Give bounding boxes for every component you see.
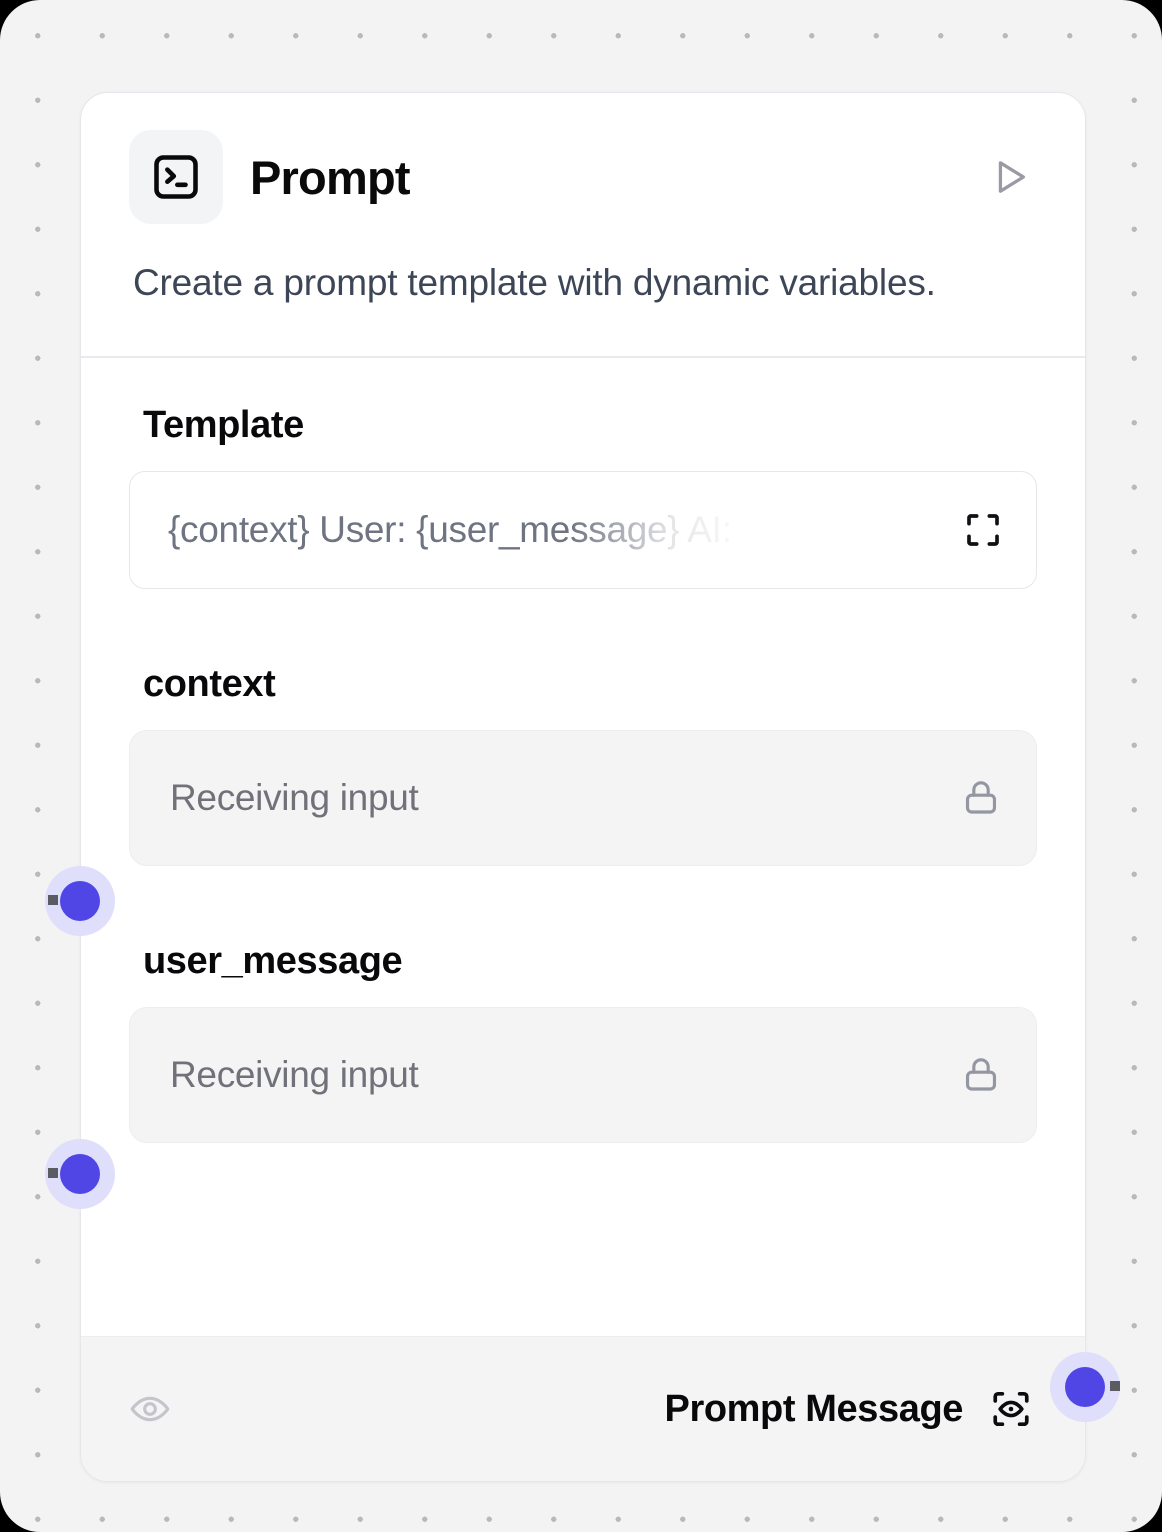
field-user-message: user_message Receiving input	[129, 940, 1037, 1144]
handle-marker-output	[1110, 1381, 1120, 1391]
template-input-placeholder: {context} User: {user_message} AI:	[168, 509, 732, 551]
context-input-placeholder: Receiving input	[170, 777, 419, 819]
field-template: Template {context} User: {user_message} …	[129, 404, 1037, 590]
lock-icon	[960, 1054, 1002, 1096]
node-body: Template {context} User: {user_message} …	[81, 358, 1085, 1336]
output-port-group[interactable]: Prompt Message	[665, 1385, 1036, 1433]
node-title: Prompt	[250, 150, 411, 204]
header-divider	[81, 356, 1085, 359]
node-header-row: Prompt	[129, 130, 1037, 224]
output-port-label: Prompt Message	[664, 1387, 964, 1430]
play-icon[interactable]	[983, 150, 1037, 204]
square-terminal-icon	[129, 130, 223, 224]
node-footer: Prompt Message	[81, 1336, 1085, 1481]
user-message-input-placeholder: Receiving input	[170, 1054, 419, 1096]
input-handle-user-message[interactable]	[60, 1154, 100, 1194]
prompt-node[interactable]: Prompt Create a prompt template with dyn…	[80, 92, 1086, 1482]
template-input[interactable]: {context} User: {user_message} AI:	[129, 471, 1037, 590]
field-label-template: Template	[143, 404, 304, 447]
user-message-input: Receiving input	[129, 1007, 1037, 1144]
field-label-user-message: user_message	[143, 940, 403, 983]
lock-icon	[960, 777, 1002, 819]
scan-eye-icon[interactable]	[987, 1385, 1035, 1433]
field-label-context: context	[143, 663, 276, 706]
output-handle-prompt-message[interactable]	[1065, 1367, 1105, 1407]
handle-marker-context	[48, 895, 58, 905]
node-description: Create a prompt template with dynamic va…	[133, 262, 936, 303]
eye-icon[interactable]	[125, 1384, 175, 1434]
context-input: Receiving input	[129, 730, 1037, 867]
field-context: context Receiving input	[129, 663, 1037, 867]
input-handle-context[interactable]	[60, 881, 100, 921]
handle-marker-user-message	[48, 1168, 58, 1178]
node-header: Prompt Create a prompt template with dyn…	[81, 93, 1085, 356]
maximize-icon[interactable]	[960, 507, 1006, 553]
